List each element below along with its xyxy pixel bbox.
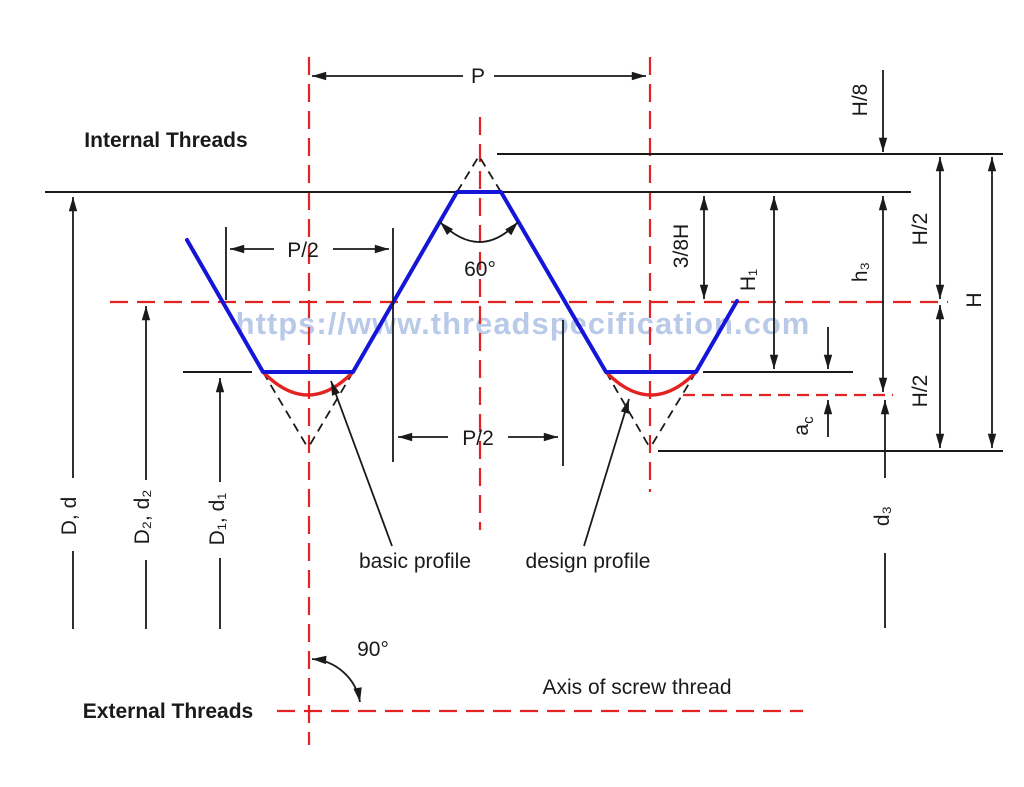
external-threads-label: External Threads [83,700,253,723]
h-total-label: H [963,292,986,307]
basic-profile-leader [330,380,393,547]
h8-label: H/8 [849,84,872,117]
centerlines [110,57,948,745]
flank-angle-arc [439,221,519,243]
axis-angle-arc [311,655,362,703]
minor-dia-label: D₁, d₁ [206,493,229,546]
flank-angle-label: 60° [464,258,496,281]
ac-label: ac [790,416,817,436]
pitch-dia-label: D₂, d₂ [131,490,154,545]
root-arc-right [604,370,698,397]
h1-label: H₁ [737,269,760,291]
d3-label: d₃ [871,506,894,526]
design-profile-label: design profile [526,550,651,573]
axis-angle-label: 90° [357,638,389,661]
ac-main: a [790,424,813,436]
major-dia-label: D, d [58,497,81,536]
design-profile-root-arcs [261,370,698,397]
root-arc-left [261,370,355,397]
h-half-upper-label: H/2 [909,213,932,246]
half-pitch-top-label: P/2 [287,239,319,262]
h3-label: h₃ [849,262,872,282]
pitch-label: P [471,65,485,88]
h-half-lower-label: H/2 [909,375,932,408]
half-pitch-bottom-label: P/2 [462,427,494,450]
axis-label: Axis of screw thread [542,676,731,699]
ac-sub: c [800,416,817,424]
design-profile-leader [583,398,630,547]
watermark-text: https://www.threadspecification.com [236,306,811,341]
three-eighths-h-label: 3/8H [670,224,693,268]
basic-profile-label: basic profile [359,550,471,573]
sharp-profile-dashes [262,155,697,449]
internal-threads-label: Internal Threads [84,129,247,152]
basic-profile-line [185,190,739,374]
